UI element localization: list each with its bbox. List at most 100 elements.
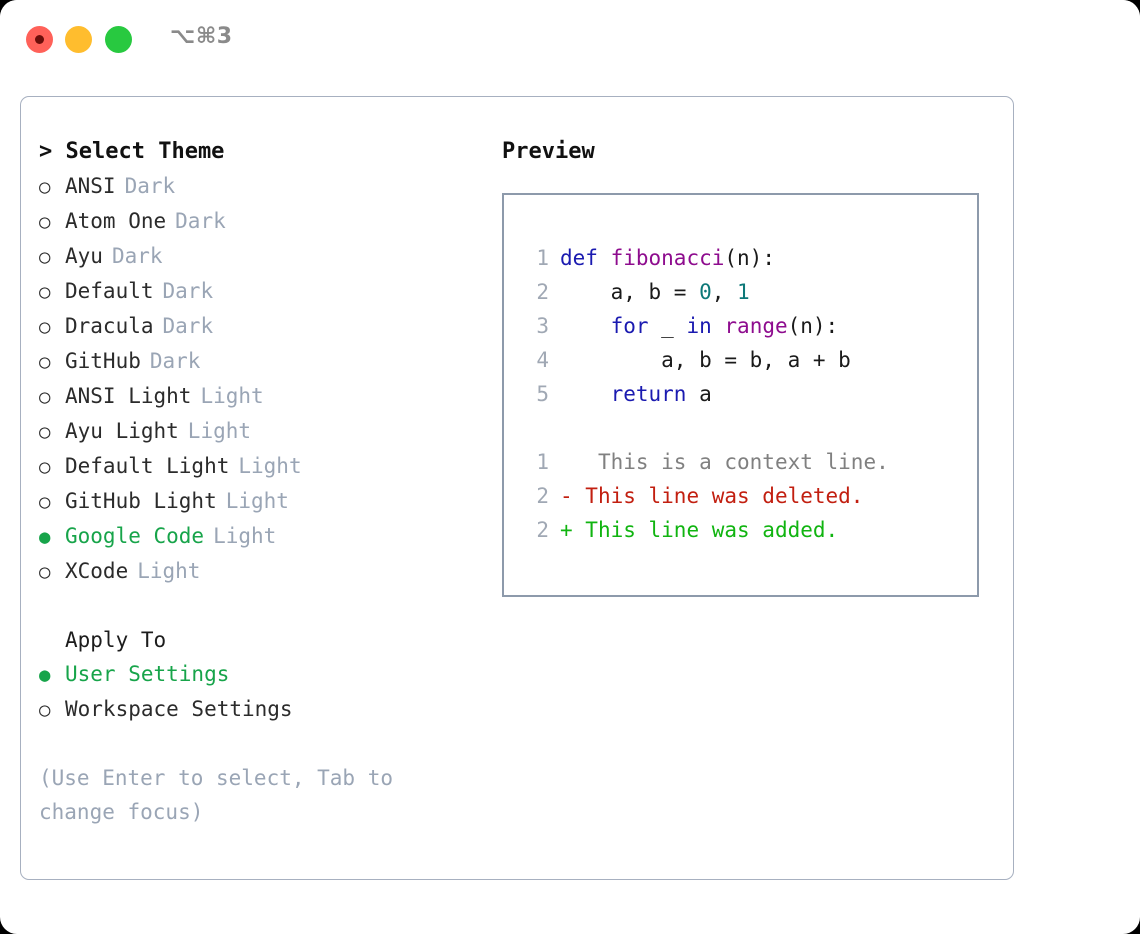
code-line: 5 return a — [522, 377, 977, 411]
theme-variant-badge: Dark — [124, 174, 176, 198]
theme-option-label: GitHub — [65, 349, 141, 373]
keyboard-hint-text: (Use Enter to select, Tab to change focu… — [39, 766, 394, 824]
diff-line-ctx: 1 This is a context line. — [522, 445, 977, 479]
theme-variant-badge: Light — [187, 419, 252, 443]
code-line: 1 def fibonacci(n): — [522, 241, 977, 275]
theme-option-label: Google Code — [65, 524, 205, 548]
code-line-content: a, b = 0, 1 — [560, 275, 750, 309]
radio-unselected-icon: ○ — [39, 211, 51, 233]
theme-option-ansi-light[interactable]: ○ ANSI Light Light — [39, 379, 489, 414]
apply-to-header: Apply To — [65, 628, 167, 652]
maximize-light[interactable] — [105, 26, 132, 53]
theme-option-label: Default Light — [65, 454, 230, 478]
theme-option-label: ANSI Light — [65, 384, 192, 408]
code-token-kw: return — [610, 382, 687, 406]
radio-unselected-icon: ○ — [39, 561, 51, 583]
theme-variant-badge: Light — [225, 489, 289, 513]
code-line: 2 a, b = 0, 1 — [522, 275, 977, 309]
code-token-plain: a, b = — [560, 280, 700, 304]
apply-to-option-label: User Settings — [65, 662, 230, 686]
code-line: 3 for _ in range(n): — [522, 309, 977, 343]
code-token-plain: (n): — [724, 246, 775, 270]
code-line-content: a, b = b, a + b — [560, 343, 851, 377]
radio-unselected-icon: ○ — [39, 386, 51, 408]
code-token-fn: range — [724, 314, 788, 338]
theme-option-label: XCode — [65, 559, 129, 583]
theme-variant-badge: Dark — [162, 314, 214, 338]
radio-selected-icon: ● — [39, 664, 51, 686]
diff-line-number: 1 — [536, 450, 549, 474]
select-theme-header: > Select Theme — [39, 139, 225, 164]
theme-option-xcode[interactable]: ○ XCode Light — [39, 554, 489, 589]
code-line-content: return a — [560, 377, 712, 411]
theme-option-default[interactable]: ○ Default Dark — [39, 274, 489, 309]
code-line-number: 2 — [536, 280, 549, 304]
apply-to-option-workspace-settings[interactable]: ○ Workspace Settings — [39, 692, 489, 727]
minimize-light[interactable] — [65, 26, 92, 53]
theme-variant-badge: Light — [213, 524, 277, 548]
theme-option-atom-one[interactable]: ○ Atom One Dark — [39, 204, 489, 239]
code-token-plain: a, b = b, a + b — [560, 348, 851, 372]
diff-marker: - — [560, 484, 573, 508]
code-token-num: 1 — [737, 280, 750, 304]
theme-option-label: Ayu Light — [65, 419, 179, 443]
code-line-content: def fibonacci(n): — [560, 241, 775, 275]
theme-option-label: Ayu — [65, 244, 103, 268]
code-token-fn: fibonacci — [610, 246, 725, 270]
code-token-kw: in — [686, 314, 712, 338]
code-token-plain: _ — [648, 314, 687, 338]
radio-unselected-icon: ○ — [39, 316, 51, 338]
title-bar: ⌥⌘3 — [0, 0, 1140, 78]
diff-marker: + — [560, 518, 573, 542]
diff-line-add: 2+ This line was added. — [522, 513, 977, 547]
code-token-num: 0 — [699, 280, 712, 304]
radio-unselected-icon: ○ — [39, 281, 51, 303]
theme-option-label: Default — [65, 279, 154, 303]
radio-unselected-icon: ○ — [39, 699, 51, 721]
theme-variant-badge: Dark — [175, 209, 226, 233]
code-token-plain: , — [711, 280, 738, 304]
close-light-dot — [35, 35, 44, 44]
apply-to-option-label: Workspace Settings — [65, 697, 293, 721]
radio-unselected-icon: ○ — [39, 421, 51, 443]
code-token-plain — [560, 314, 611, 338]
diff-line-text: This is a context line. — [572, 450, 889, 474]
preview-header: Preview — [502, 139, 595, 164]
code-token-kw: for — [610, 314, 649, 338]
code-line-number: 1 — [536, 246, 549, 270]
radio-selected-icon: ● — [39, 526, 51, 548]
code-line-number: 4 — [536, 348, 549, 372]
code-line-content: for _ in range(n): — [560, 309, 839, 343]
theme-variant-badge: Dark — [111, 244, 163, 268]
code-token-kw: def — [560, 246, 598, 270]
radio-unselected-icon: ○ — [39, 246, 51, 268]
code-line-number: 3 — [536, 314, 549, 338]
theme-option-label: ANSI — [65, 174, 116, 198]
apply-to-option-user-settings[interactable]: ● User Settings — [39, 657, 489, 692]
theme-option-ayu[interactable]: ○ Ayu Dark — [39, 239, 489, 274]
theme-variant-badge: Light — [200, 384, 264, 408]
code-token-plain — [598, 246, 611, 270]
apply-to-option-list: ● User Settings ○ Workspace Settings — [39, 657, 489, 727]
theme-option-dracula[interactable]: ○ Dracula Dark — [39, 309, 489, 344]
diff-marker — [560, 445, 573, 479]
theme-option-ayu-light[interactable]: ○ Ayu Light Light — [39, 414, 489, 449]
theme-variant-badge: Light — [137, 559, 201, 583]
theme-option-label: Atom One — [65, 209, 167, 233]
theme-option-google-code[interactable]: ● Google Code Light — [39, 519, 489, 554]
theme-variant-badge: Light — [238, 454, 302, 478]
radio-unselected-icon: ○ — [39, 351, 51, 373]
theme-variant-badge: Dark — [162, 279, 214, 303]
code-blank-line — [522, 411, 977, 445]
code-line: 4 a, b = b, a + b — [522, 343, 977, 377]
theme-option-label: Dracula — [65, 314, 154, 338]
